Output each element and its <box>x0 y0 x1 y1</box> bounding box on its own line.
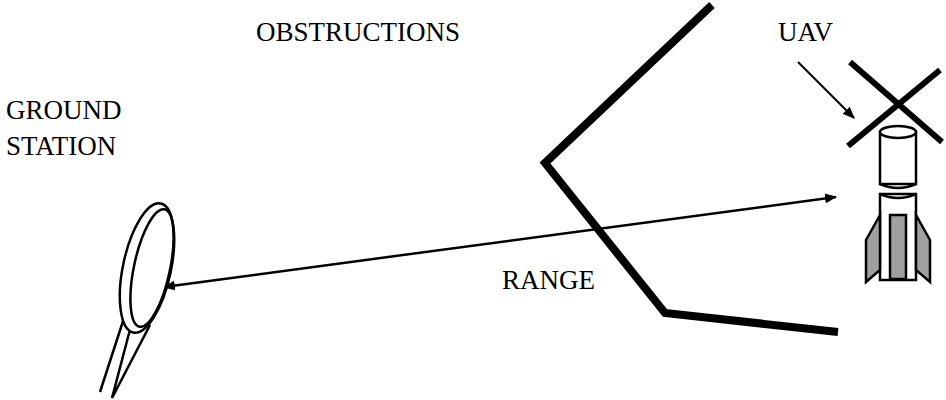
dish-antenna <box>100 198 184 398</box>
uav-leader <box>798 62 854 118</box>
uav-label: UAV <box>778 14 833 50</box>
obstructions-label: OBSTRUCTIONS <box>256 14 460 50</box>
range-arrow <box>164 197 836 287</box>
range-label: RANGE <box>502 262 595 298</box>
station-label: GROUND STATION <box>6 92 156 164</box>
uav-figure <box>848 62 942 282</box>
